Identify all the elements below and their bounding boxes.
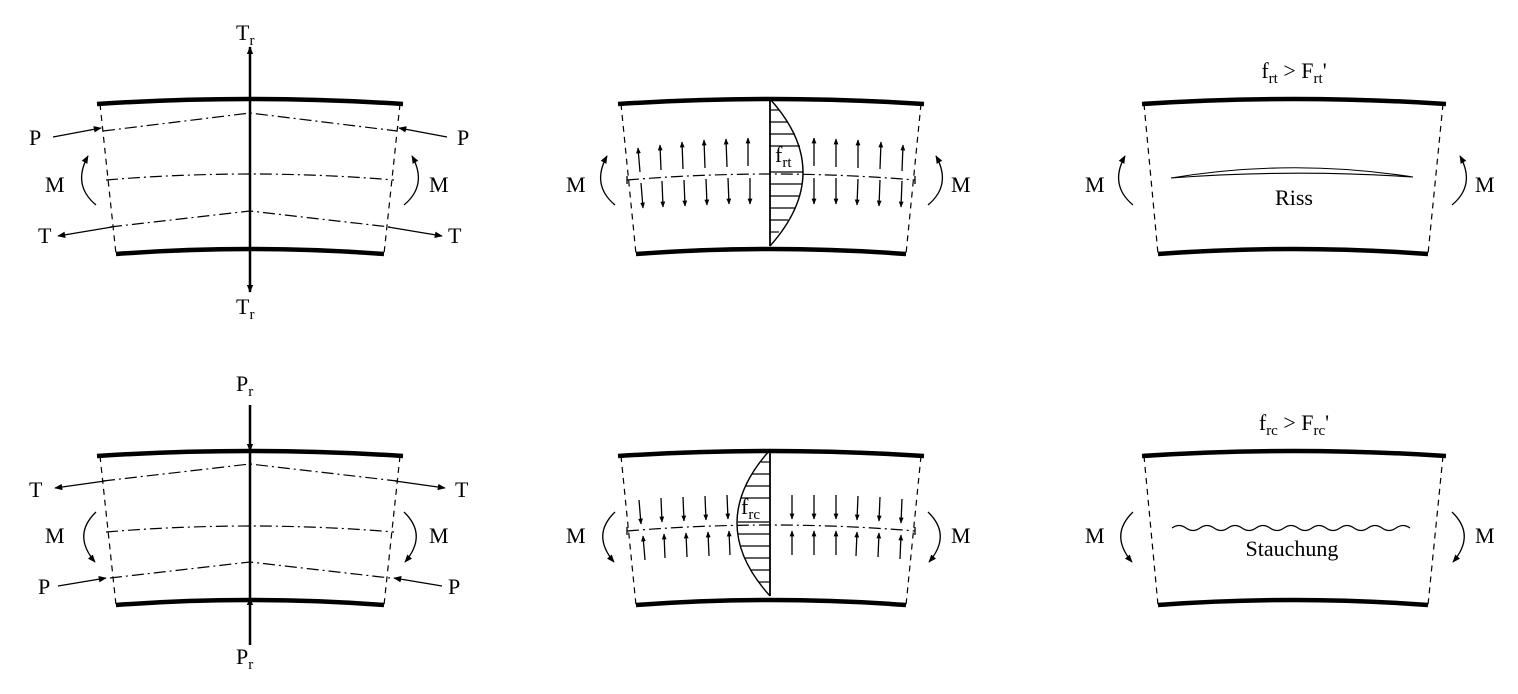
centroid-line	[626, 173, 916, 181]
moment-label-right: M	[429, 172, 449, 197]
moment-arrow-left	[1117, 155, 1134, 206]
stress-arrows-up	[636, 137, 906, 173]
moment-arrow-left	[599, 155, 616, 206]
stress-label: frc	[741, 494, 760, 523]
segment-left-joint	[620, 455, 637, 606]
centroid-line	[626, 524, 916, 532]
force-arrow-left	[52, 126, 102, 138]
axial-force-label-bottom: Tr	[236, 294, 254, 323]
tension-arrow-right	[387, 226, 443, 238]
moment-arrow-right	[403, 155, 420, 206]
moment-arrow-left	[602, 511, 616, 563]
moment-label-left: M	[45, 172, 65, 197]
moment-arrow-right	[927, 155, 944, 206]
panel-bottom-left: Pr Pr T T M M P P	[29, 371, 469, 673]
stress-arrows-down	[640, 177, 904, 209]
moment-arrow-right	[403, 511, 417, 563]
axial-force-label-top: Tr	[236, 20, 254, 49]
segment-right-joint	[383, 455, 401, 606]
segment-bottom-edge	[635, 597, 907, 608]
tension-arrow-right	[394, 480, 446, 491]
moment-label-right: M	[951, 172, 971, 197]
panel-top-left: Tr Tr P P M M T T	[29, 20, 469, 323]
segment-right-joint	[383, 103, 401, 255]
moment-arrow-left	[83, 511, 97, 563]
tension-label-right: T	[455, 477, 469, 502]
segment-right-joint	[1427, 103, 1444, 255]
force-label-right: P	[448, 574, 460, 599]
compression-stress-curve	[736, 449, 771, 597]
segment-right-joint	[905, 103, 922, 255]
panel-top-middle: M M frt	[566, 96, 971, 257]
panel-bottom-middle: M M frc	[566, 448, 971, 608]
moment-label-left: M	[45, 523, 65, 548]
failure-label: Riss	[1275, 185, 1313, 210]
centroid-line	[105, 525, 395, 533]
stress-label: frt	[775, 142, 792, 171]
thrust-line-upper	[102, 463, 398, 482]
tension-label-right: T	[448, 223, 462, 248]
force-label-left: P	[38, 574, 50, 599]
panel-top-right: M M Riss frt > Frt'	[1085, 58, 1495, 257]
axial-force-label-bottom: Pr	[236, 644, 253, 673]
centroid-line	[105, 173, 395, 181]
moment-arrow-left	[1120, 511, 1134, 563]
segment-left-joint	[99, 103, 117, 255]
failure-condition: frt > Frt'	[1261, 58, 1326, 87]
tension-label-left: T	[29, 477, 43, 502]
force-label-right: P	[457, 125, 469, 150]
tension-arrow-left	[54, 480, 106, 491]
moment-label-left: M	[1085, 523, 1105, 548]
segment-left-joint	[1143, 455, 1159, 606]
moment-label-right: M	[1475, 523, 1495, 548]
moment-label-right: M	[1475, 172, 1495, 197]
stress-arrows-up	[641, 530, 904, 561]
crack-shape	[1170, 167, 1414, 179]
segment-right-joint	[905, 455, 922, 606]
force-arrow-left	[57, 576, 107, 587]
tension-label-left: T	[38, 223, 52, 248]
force-label-left: P	[29, 125, 41, 150]
segment-left-joint	[99, 455, 117, 606]
stress-hatching	[738, 461, 770, 583]
stress-hatching	[770, 109, 803, 233]
moment-label-left: M	[1085, 172, 1105, 197]
segment-top-edge	[617, 448, 925, 459]
force-arrow-right	[398, 126, 448, 138]
segment-left-joint	[620, 103, 637, 255]
failure-label: Stauchung	[1246, 536, 1339, 561]
segment-bottom-edge	[635, 246, 907, 257]
segment-left-joint	[1143, 103, 1159, 255]
moment-label-left: M	[566, 172, 586, 197]
moment-label-right: M	[951, 523, 971, 548]
segment-bottom-edge	[1157, 246, 1429, 257]
tension-arrow-left	[57, 226, 113, 238]
axial-force-label-top: Pr	[236, 371, 253, 400]
segment-top-edge	[1141, 448, 1447, 459]
segment-right-joint	[1427, 455, 1444, 606]
moment-arrow-right	[1451, 511, 1465, 563]
moment-arrow-left	[80, 155, 97, 206]
force-arrow-right	[393, 576, 443, 587]
stress-arrows-down	[638, 494, 904, 525]
moment-arrow-right	[927, 511, 941, 563]
segment-bottom-edge	[1157, 597, 1429, 608]
moment-arrow-right	[1451, 155, 1468, 206]
failure-condition: frc > Frc'	[1259, 410, 1329, 439]
moment-label-right: M	[429, 523, 449, 548]
moment-label-left: M	[566, 523, 586, 548]
panel-bottom-right: M M Stauchung frc > Frc'	[1085, 410, 1495, 608]
crushing-line	[1171, 524, 1411, 532]
segment-top-edge	[617, 96, 925, 107]
segment-top-edge	[1141, 96, 1447, 107]
